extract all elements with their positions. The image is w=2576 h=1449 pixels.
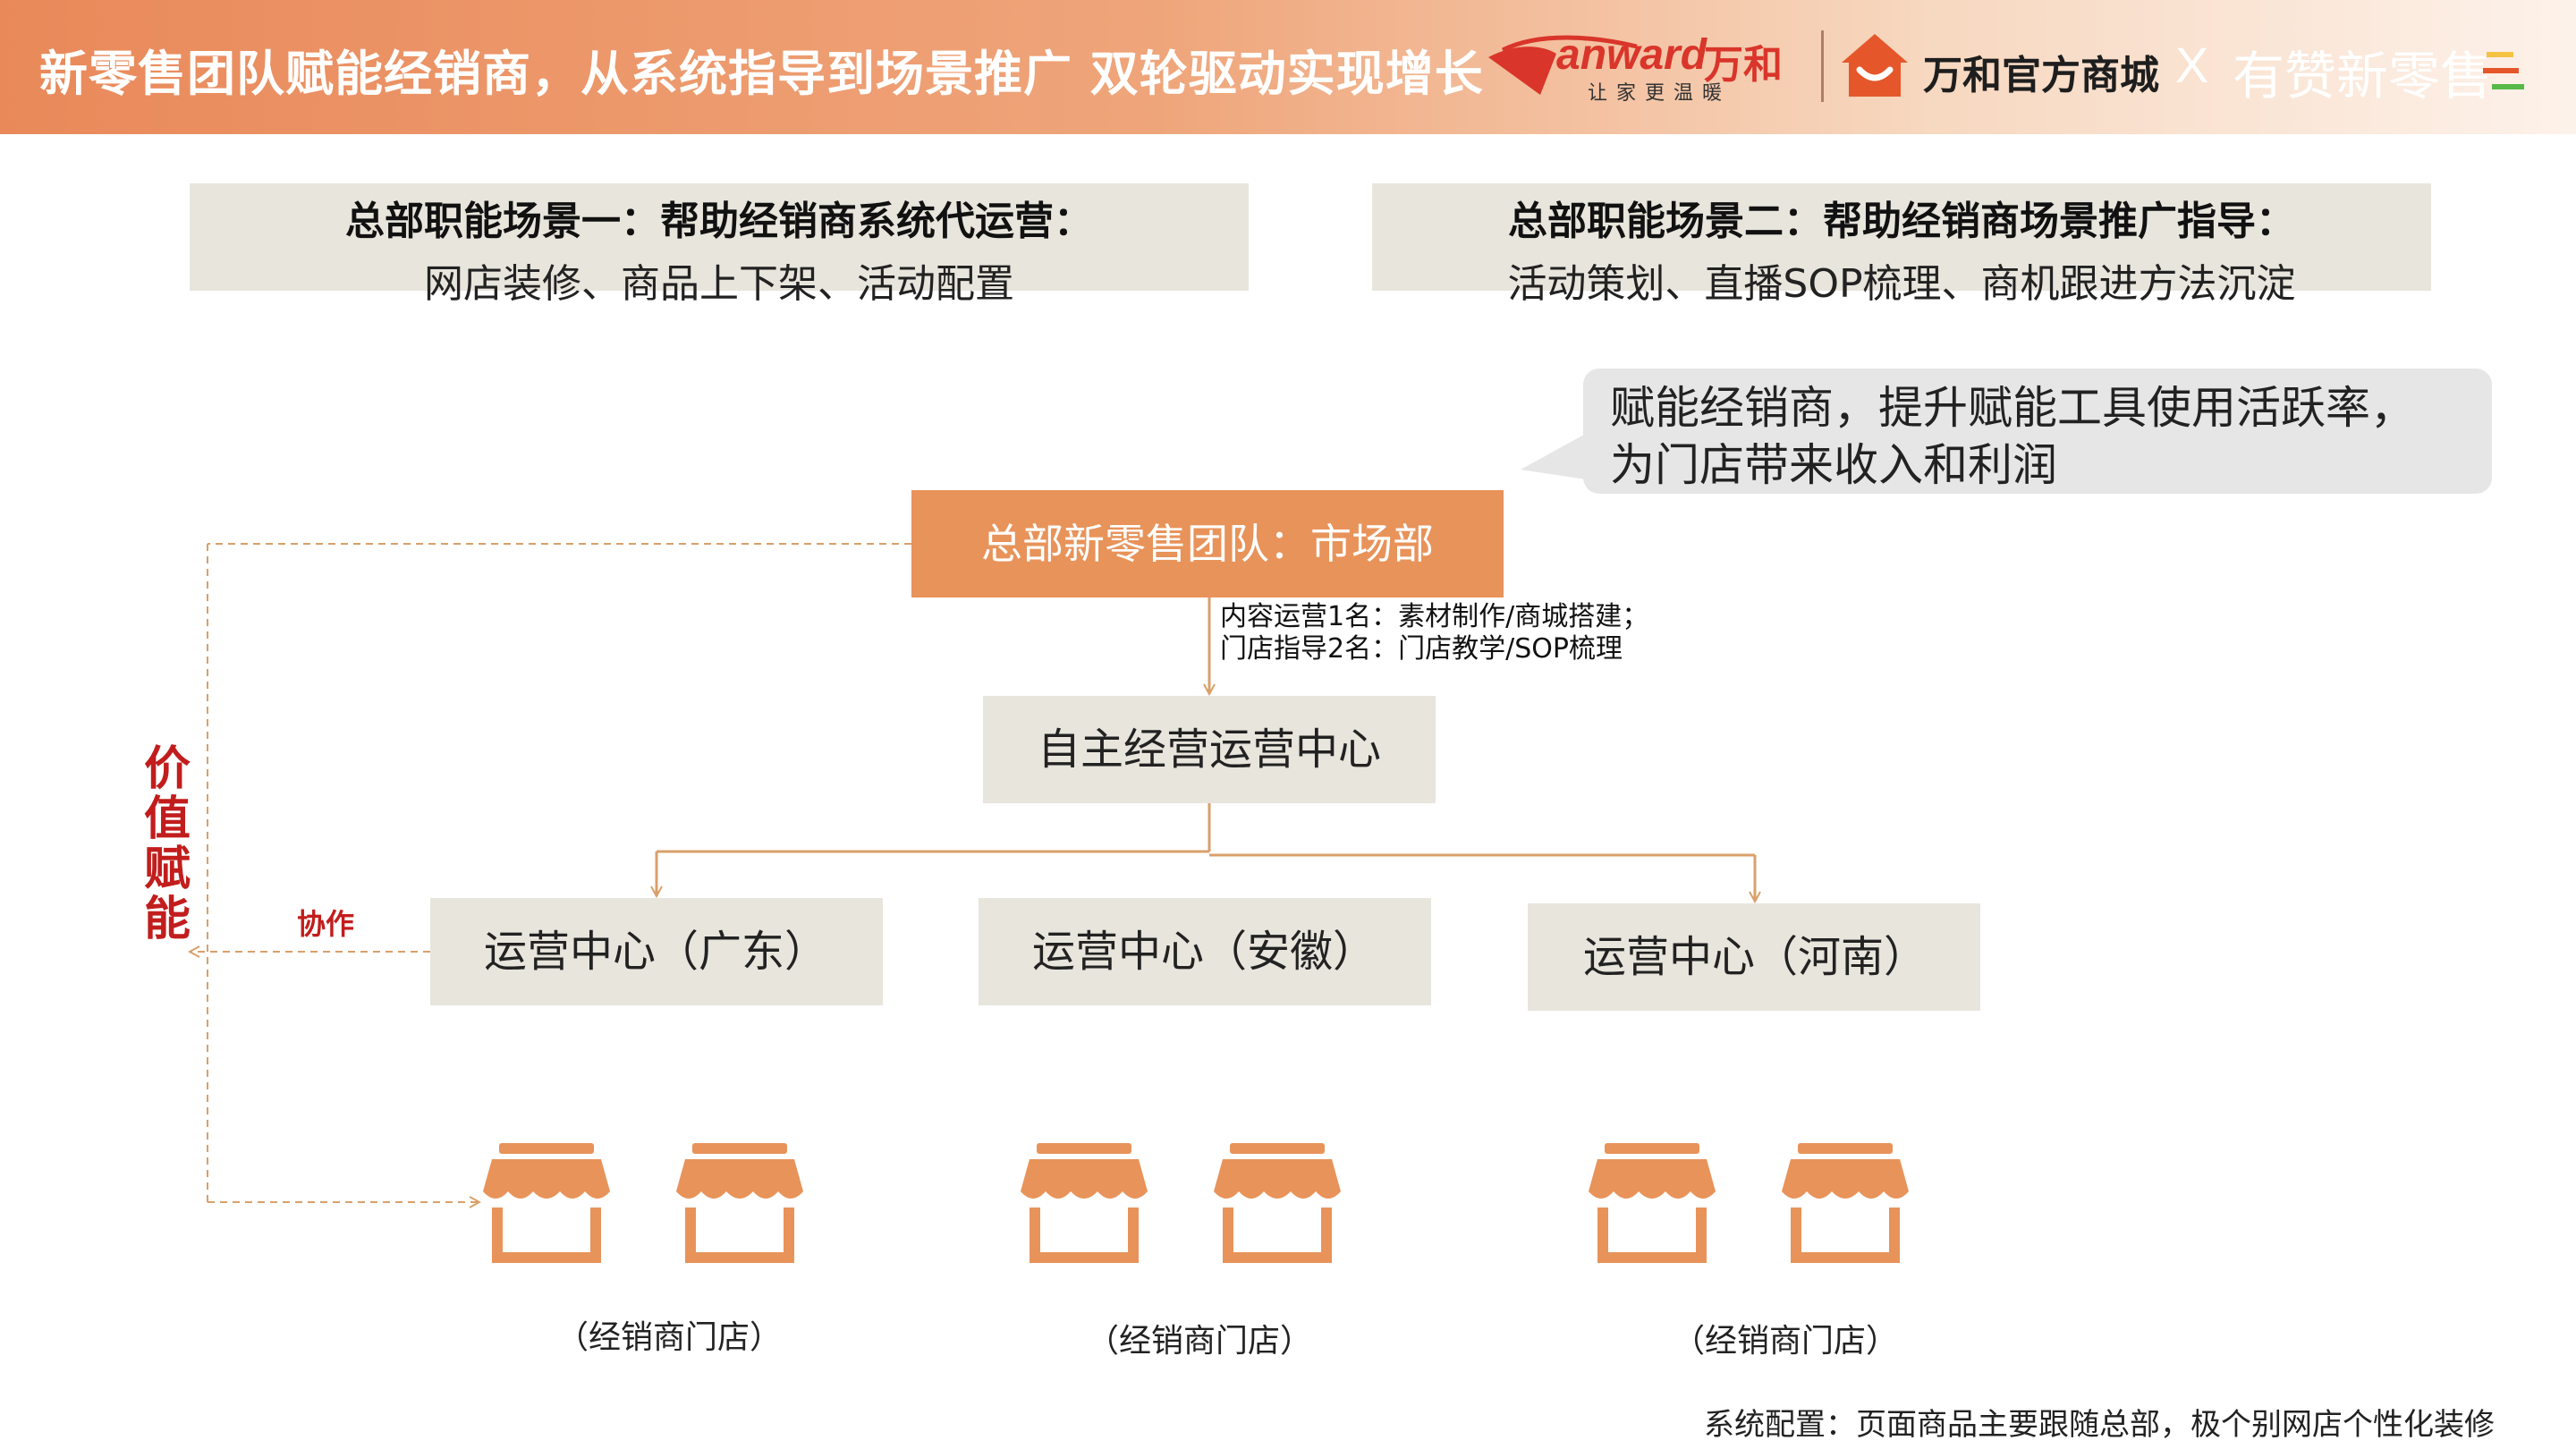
- header-divider: [1821, 30, 1824, 102]
- store-icon: [1782, 1143, 1909, 1263]
- vanward-logo-text: anward: [1556, 31, 1707, 79]
- scene-two-title: 总部职能场景二：帮助经销商场景推广指导：: [1508, 199, 2295, 244]
- store-icon: [1214, 1143, 1341, 1263]
- vanward-logo-cn: 万和: [1704, 42, 1783, 88]
- store-icon: [1589, 1143, 1716, 1263]
- hq-staff-note: 内容运营1名：素材制作/商城搭建； 门店指导2名：门店教学/SOP梳理: [1220, 601, 1648, 665]
- mall-house-icon: [1842, 34, 1908, 97]
- scene-one-box: 总部职能场景一：帮助经销商系统代运营： 网店装修、商品上下架、活动配置: [190, 183, 1249, 307]
- page-title: 新零售团队赋能经销商，从系统指导到场景推广 双轮驱动实现增长: [39, 46, 1484, 102]
- scene-one-title: 总部职能场景一：帮助经销商系统代运营：: [345, 199, 1093, 244]
- hq-note-line-2: 门店指导2名：门店教学/SOP梳理: [1220, 633, 1623, 665]
- hq-note-line-1: 内容运营1名：素材制作/商城搭建；: [1220, 601, 1649, 632]
- store-icon: [483, 1143, 610, 1263]
- bubble-line-2: 为门店带来收入和利润: [1610, 439, 2057, 491]
- store-label-guangdong: （经销商门店）: [556, 1319, 783, 1356]
- center-anhui-box: 运营中心（安徽）: [979, 898, 1431, 1005]
- value-empower-label: 价值赋能: [143, 742, 191, 946]
- bubble-line-1: 赋能经销商，提升赋能工具使用活跃率，: [1610, 382, 2415, 434]
- speech-bubble: 赋能经销商，提升赋能工具使用活跃率， 为门店带来收入和利润: [1583, 369, 2492, 494]
- header-banner: [0, 0, 2576, 134]
- collaboration-x: X: [2175, 37, 2209, 93]
- scene-two-box: 总部职能场景二：帮助经销商场景推广指导： 活动策划、直播SOP梳理、商机跟进方法…: [1372, 183, 2431, 307]
- system-config-footnote: 系统配置：页面商品主要跟随总部，极个别网店个性化装修: [1704, 1407, 2495, 1443]
- center-main-box: 自主经营运营中心: [983, 696, 1436, 803]
- partner-name: 有赞新零售: [2233, 46, 2493, 106]
- scene-one-detail: 网店装修、商品上下架、活动配置: [424, 261, 1014, 307]
- scene-two-detail: 活动策划、直播SOP梳理、商机跟进方法沉淀: [1507, 261, 2296, 307]
- partner-logo-marks: [2483, 52, 2524, 89]
- center-henan-box: 运营中心（河南）: [1528, 903, 1980, 1011]
- store-label-henan: （经销商门店）: [1673, 1323, 1899, 1360]
- collab-label: 协作: [297, 907, 355, 941]
- store-label-anhui: （经销商门店）: [1087, 1323, 1313, 1360]
- center-guangdong-box: 运营中心（广东）: [430, 898, 883, 1005]
- mall-name: 万和官方商城: [1923, 53, 2159, 98]
- store-icon: [1021, 1143, 1148, 1263]
- hq-team-box: 总部新零售团队：市场部: [911, 490, 1504, 597]
- vanward-logo-swoosh: [1488, 35, 1638, 95]
- vanward-slogan: 让家更温暖: [1588, 82, 1732, 105]
- store-icon: [676, 1143, 803, 1263]
